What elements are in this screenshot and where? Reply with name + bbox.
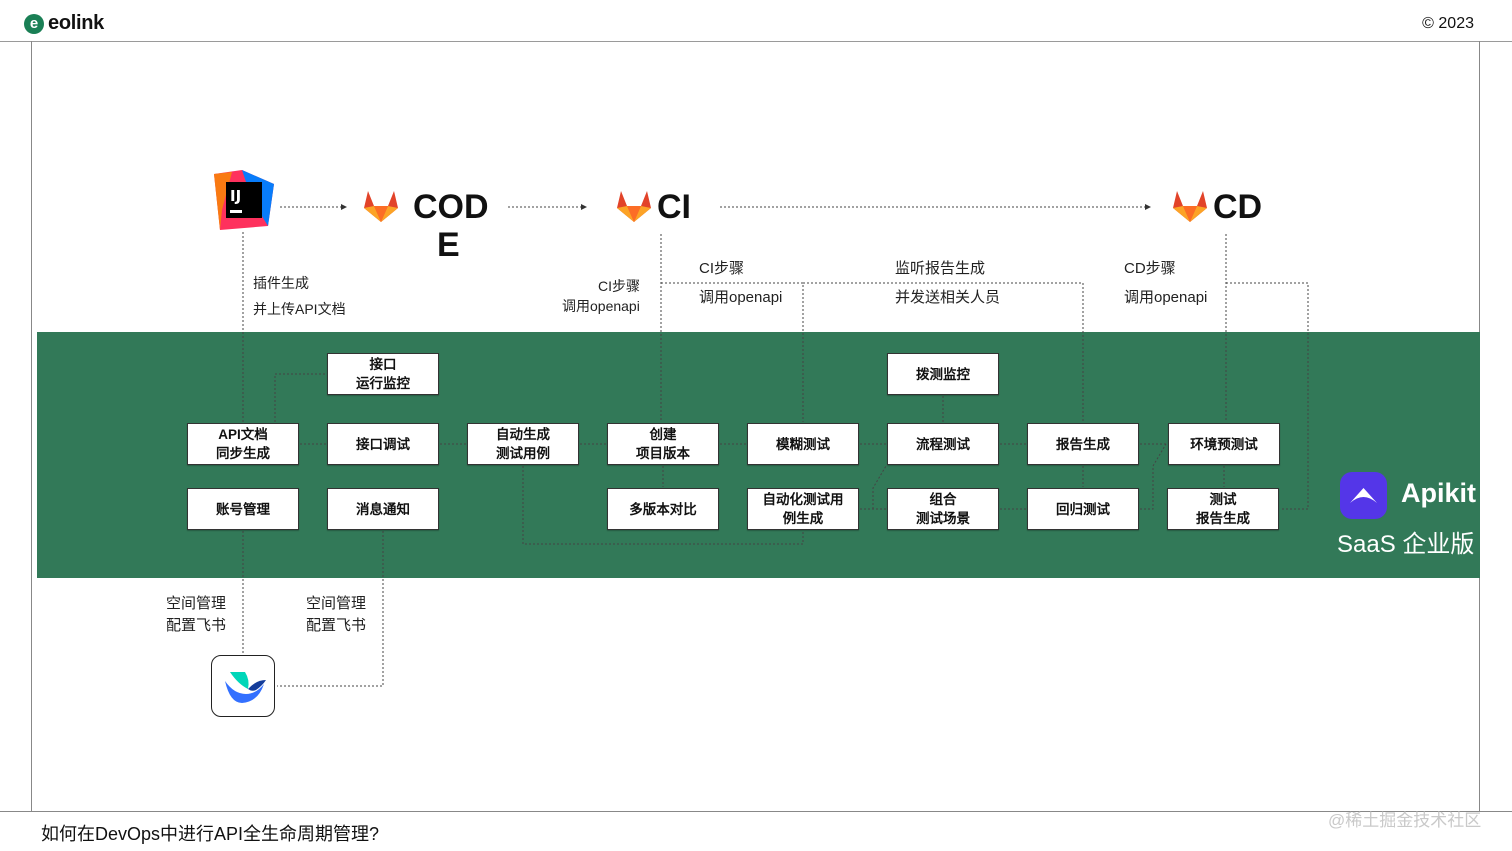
cd-steps-note-line1: CD步骤 (1124, 260, 1176, 277)
monitor-note-line1: 监听报告生成 (895, 260, 986, 277)
box-combo-scenario[interactable]: 组合 测试场景 (887, 488, 999, 530)
box-message-notify[interactable]: 消息通知 (327, 488, 439, 530)
header-divider (0, 41, 1512, 42)
gitlab-icon (363, 189, 399, 223)
plugin-note-line1: 插件生成 (253, 275, 309, 291)
box-probe-monitor[interactable]: 拨测监控 (887, 353, 999, 395)
eolink-logo: e eolink (24, 12, 104, 35)
frame-left-border (31, 41, 32, 811)
apikit-name: Apikit (1401, 478, 1477, 508)
box-create-version[interactable]: 创建 项目版本 (607, 423, 719, 465)
monitor-note-line2: 并发送相关人员 (895, 289, 1001, 306)
ci-steps-note-a-line1: CI步骤 (598, 278, 640, 294)
footer-divider (0, 811, 1512, 812)
intellij-icon: IJ (212, 170, 274, 232)
space-note-a-line1: 空间管理 (166, 595, 227, 612)
box-auto-testcase[interactable]: 自动生成 测试用例 (467, 423, 579, 465)
box-fuzz-test[interactable]: 模糊测试 (747, 423, 859, 465)
box-api-run-monitor[interactable]: 接口 运行监控 (327, 353, 439, 395)
watermark-text: @稀土掘金技术社区 (1328, 811, 1482, 830)
box-auto-test-gen[interactable]: 自动化测试用 例生成 (747, 488, 859, 530)
apikit-edition: SaaS 企业版 (1337, 531, 1475, 558)
gitlab-icon (616, 189, 652, 223)
gitlab-icon (1172, 189, 1208, 223)
svg-text:IJ: IJ (230, 187, 241, 205)
copyright-text: © 2023 (1422, 15, 1474, 32)
plugin-note-line2: 并上传API文档 (253, 301, 346, 317)
space-note-b-line2: 配置飞书 (306, 617, 367, 634)
box-flow-test[interactable]: 流程测试 (887, 423, 999, 465)
stage-code-label: COD E (413, 188, 489, 264)
box-test-report-gen[interactable]: 测试 报告生成 (1167, 488, 1279, 530)
space-note-a-line2: 配置飞书 (166, 617, 227, 634)
stage-code-line2: E (437, 226, 460, 264)
ci-steps-note-b-line1: CI步骤 (699, 260, 745, 277)
ci-steps-note-b-line2: 调用openapi (699, 289, 783, 306)
stage-ci-label: CI (657, 188, 691, 226)
stage-code-line1: COD (413, 188, 489, 226)
feishu-icon (211, 655, 275, 717)
eolink-logo-icon: e (24, 13, 44, 34)
box-version-compare[interactable]: 多版本对比 (607, 488, 719, 530)
box-account-mgmt[interactable]: 账号管理 (187, 488, 299, 530)
cd-steps-note-line2: 调用openapi (1124, 289, 1208, 306)
box-api-doc-sync[interactable]: API文档 同步生成 (187, 423, 299, 465)
box-regression-test[interactable]: 回归测试 (1027, 488, 1139, 530)
ci-steps-note-a-line2: 调用openapi (562, 298, 640, 314)
space-note-b-line1: 空间管理 (306, 595, 367, 612)
apikit-icon (1340, 472, 1387, 519)
stage-cd-label: CD (1213, 188, 1263, 226)
eolink-logo-text: eolink (48, 12, 104, 34)
box-api-debug[interactable]: 接口调试 (327, 423, 439, 465)
footer-title: 如何在DevOps中进行API全生命周期管理? (41, 824, 380, 844)
box-env-pretest[interactable]: 环境预测试 (1168, 423, 1280, 465)
box-report-gen[interactable]: 报告生成 (1027, 423, 1139, 465)
